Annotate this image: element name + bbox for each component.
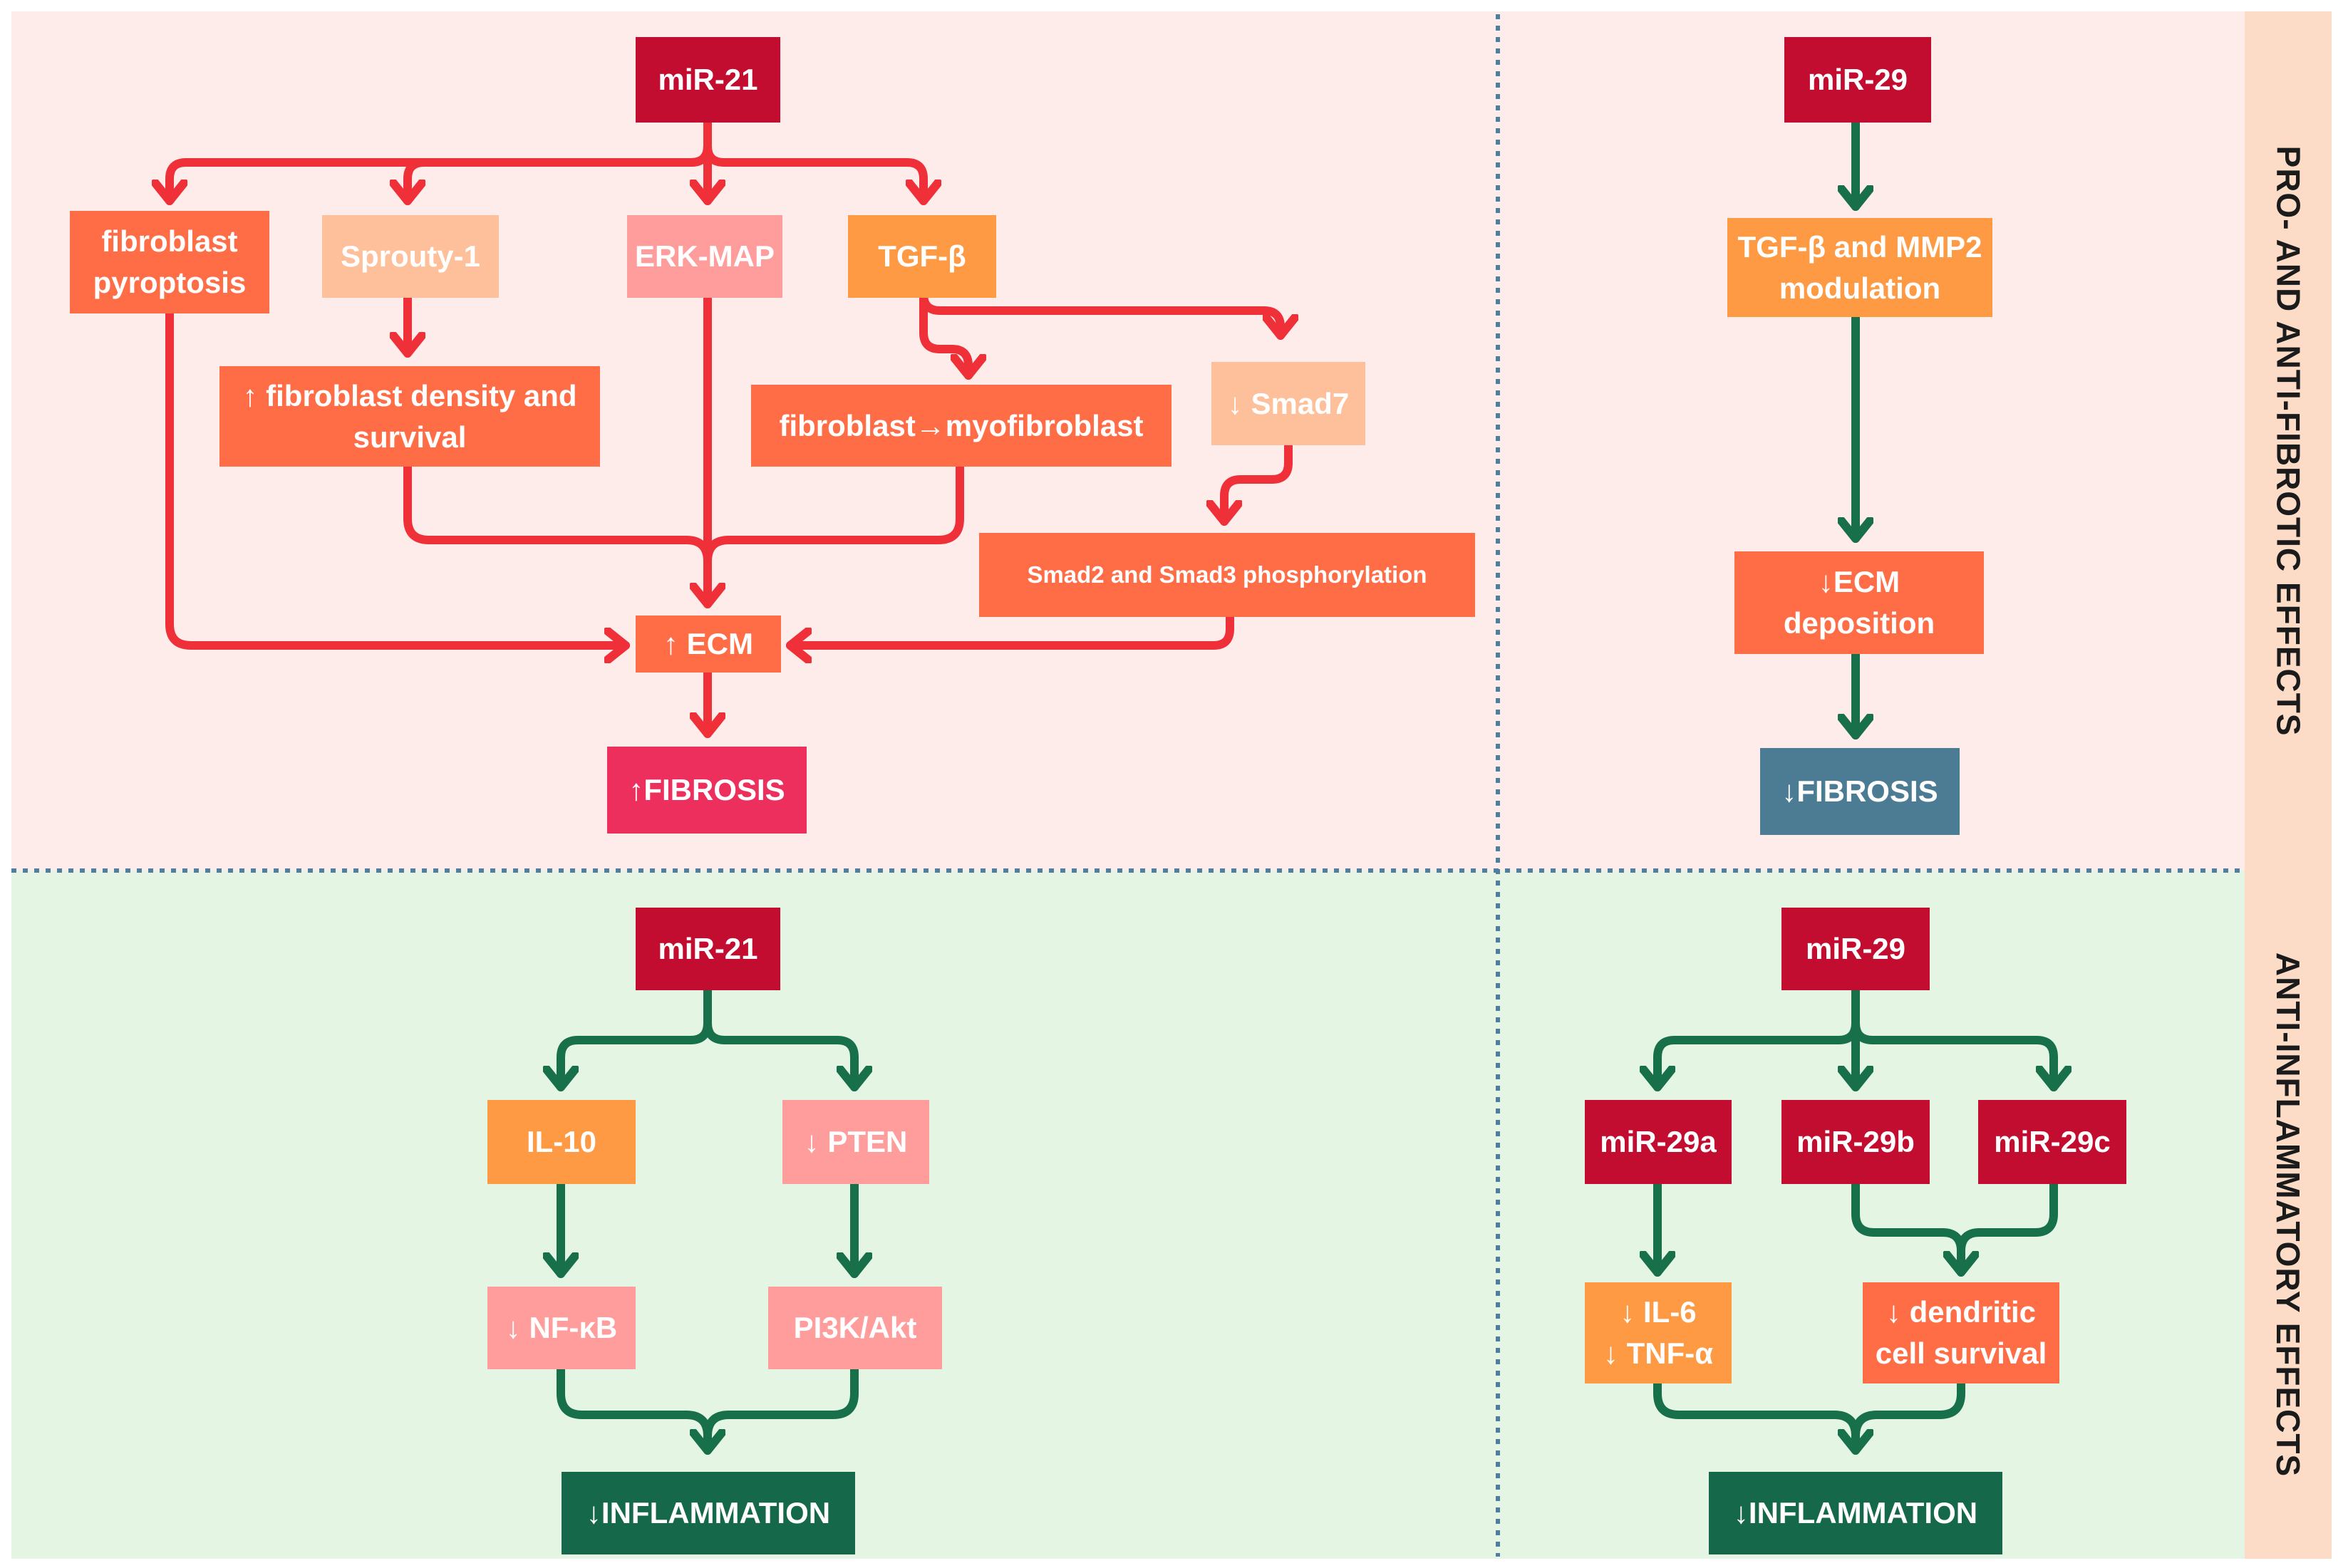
arrow-nfkb-to-inflammation	[557, 1365, 708, 1450]
arrow-mir21-to-tgf	[703, 142, 924, 201]
mir29a-box: miR-29a	[1585, 1100, 1732, 1184]
arrow-pyroptosis-to-ecm	[165, 309, 626, 645]
arrow-mir21-to-pten	[703, 1019, 854, 1087]
tgf-mmp2-modulation-box: TGF-β and MMP2 modulation	[1727, 218, 1992, 317]
arrow-mir29b-to-dendritic	[1851, 1180, 1961, 1272]
erk-map-box: ERK-MAP	[627, 215, 782, 298]
ecm-up-box: ↑ ECM	[636, 616, 781, 673]
pten-down-box: ↓ PTEN	[782, 1100, 929, 1184]
mir21-fibrotic-box: miR-21	[636, 37, 780, 123]
inflammation-down-right-box: ↓INFLAMMATION	[1709, 1472, 2002, 1554]
tgf-beta-box: TGF-β	[848, 215, 996, 298]
mir29-inflammatory-box: miR-29	[1781, 908, 1930, 990]
il10-box: IL-10	[487, 1100, 636, 1184]
arrow-tgf-to-smad7	[919, 290, 1281, 336]
arrow-mir29-to-mir29c	[1851, 1019, 2054, 1087]
arrow-il6-to-inflammation	[1653, 1379, 1856, 1450]
mir21-inflammatory-box: miR-21	[636, 908, 780, 990]
arrow-density-to-ecm	[403, 462, 712, 566]
smad7-box: ↓ Smad7	[1211, 362, 1365, 445]
il6-tnf-alpha-down-box: ↓ IL-6 ↓ TNF-α	[1585, 1282, 1732, 1383]
dendritic-cell-survival-box: ↓ dendritic cell survival	[1863, 1282, 2059, 1383]
arrow-mir21-to-sprouty	[408, 142, 712, 201]
arrow-myofibroblast-to-ecm	[703, 462, 964, 566]
arrow-tgf-to-myofibroblast	[919, 294, 968, 375]
arrow-dendritic-to-inflammation	[1851, 1379, 1965, 1440]
smad23-phosphorylation-box: Smad2 and Smad3 phosphorylation	[979, 533, 1475, 617]
side-strip-fibrotic: PRO- AND ANTI-FIBROTIC EFFECTS	[2245, 11, 2332, 871]
arrow-smad7-to-smad23	[1224, 441, 1293, 521]
fibroblast-density-box: ↑ fibroblast density and survival	[219, 366, 600, 467]
nf-kb-down-box: ↓ NF-κB	[487, 1287, 636, 1369]
fibroblast-myofibroblast-box: fibroblast→myofibroblast	[751, 385, 1172, 467]
arrow-mir21-to-il10	[561, 986, 712, 1087]
ecm-deposition-down-box: ↓ECM deposition	[1734, 551, 1984, 654]
mir29b-box: miR-29b	[1781, 1100, 1930, 1184]
sprouty-1-box: Sprouty-1	[322, 215, 499, 298]
mir29c-box: miR-29c	[1978, 1100, 2126, 1184]
arrow-smad23-to-ecm	[790, 613, 1234, 645]
arrow-mir29-to-mir29a	[1657, 986, 1860, 1087]
arrow-mir29c-to-dendritic	[1957, 1180, 2058, 1255]
pi3k-akt-box: PI3K/Akt	[768, 1287, 942, 1369]
arrow-pi3k-to-inflammation	[703, 1365, 859, 1440]
fibrosis-up-box: ↑FIBROSIS	[607, 747, 807, 834]
inflammation-down-left-box: ↓INFLAMMATION	[562, 1472, 855, 1554]
fibrosis-down-box: ↓FIBROSIS	[1760, 748, 1960, 835]
fibroblast-pyroptosis-box: fibroblast pyroptosis	[70, 211, 269, 313]
side-strip-inflammatory: ANTI-INFLAMMATORY EFFECTS	[2245, 871, 2332, 1559]
mir29-fibrotic-box: miR-29	[1784, 37, 1931, 123]
